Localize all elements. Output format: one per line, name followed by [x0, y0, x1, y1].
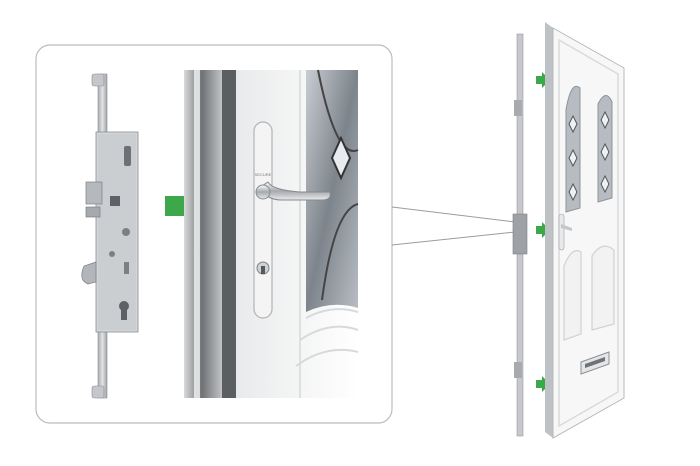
door-closeup: SECURE	[184, 69, 359, 398]
multipoint-lock-icon	[81, 73, 139, 399]
handle-brand-text: SECURE	[255, 172, 272, 177]
callout-connector-lines	[391, 206, 516, 246]
upvc-door-icon	[512, 22, 625, 439]
